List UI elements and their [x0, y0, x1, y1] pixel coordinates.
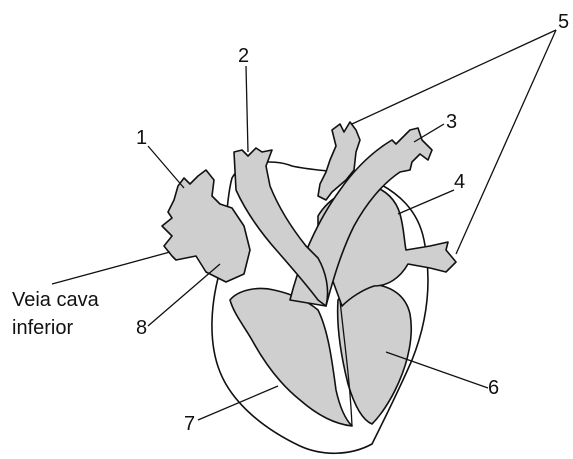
label-8: 8: [136, 317, 147, 339]
leader-2: [246, 66, 248, 152]
label-3: 3: [446, 111, 457, 133]
label-6: 6: [488, 377, 499, 399]
leader-5a: [352, 30, 556, 124]
leader-vena-cava: [52, 252, 170, 284]
label-2: 2: [238, 45, 249, 67]
label-vena-cava-line2: inferior: [12, 317, 73, 339]
label-5: 5: [558, 11, 569, 33]
label-7: 7: [184, 413, 195, 435]
leader-1: [148, 146, 184, 188]
leader-4: [398, 190, 454, 214]
leader-8: [148, 264, 220, 326]
label-1: 1: [136, 127, 147, 149]
label-4: 4: [454, 171, 465, 193]
leader-5b: [456, 30, 556, 254]
label-vena-cava-line1: Veia cava: [12, 289, 100, 311]
